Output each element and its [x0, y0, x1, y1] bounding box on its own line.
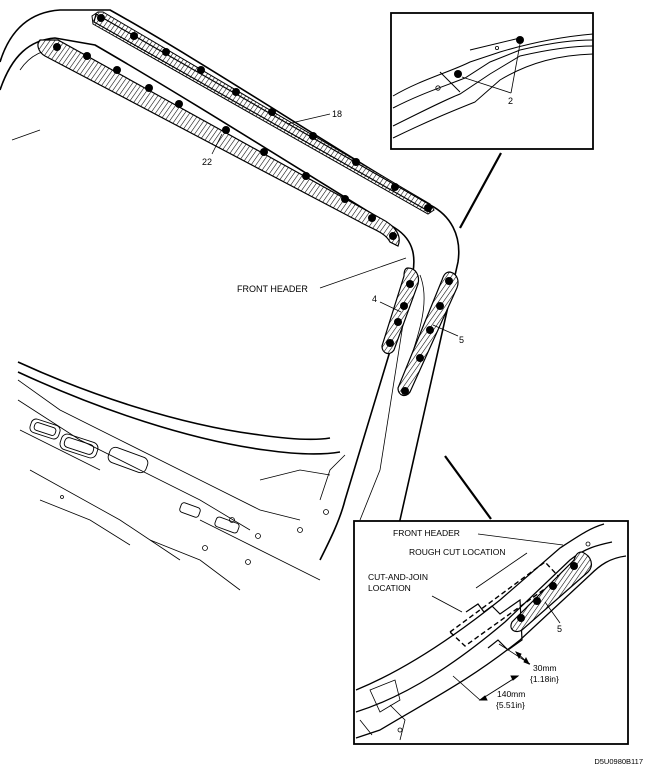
strip-22: [37, 39, 400, 247]
cut-and-join-label-line2: LOCATION: [368, 583, 411, 593]
front-header-label-detail: FRONT HEADER: [393, 528, 460, 538]
callout-5-detail: 5: [557, 624, 562, 634]
dimension-140mm: 140mm: [497, 689, 525, 699]
detail-bottom-box: [353, 520, 629, 745]
callout-2: 2: [508, 96, 513, 106]
dimension-30mm: 30mm: [533, 663, 557, 673]
leader-lines-main: [211, 113, 459, 337]
figure-code: D5U0980B117: [594, 757, 643, 766]
callout-22: 22: [202, 157, 212, 167]
callout-18: 18: [332, 109, 342, 119]
spot-weld-points: [53, 14, 453, 395]
strip-4: [381, 267, 420, 355]
cowl-vent-openings: [29, 418, 240, 534]
cut-and-join-label-line1: CUT-AND-JOIN: [368, 572, 428, 582]
callout-5-main: 5: [459, 335, 464, 345]
body-holes: [60, 495, 329, 565]
inner-structure-lines: [11, 49, 425, 591]
text-labels: 18 22 FRONT HEADER 4 5 2 FRONT HEADER RO…: [202, 96, 643, 766]
front-header-label-main: FRONT HEADER: [237, 284, 308, 294]
dimension-5-51in: {5.51in}: [496, 700, 525, 710]
dimension-1-18in: {1.18in}: [530, 674, 559, 684]
strip-18: [91, 11, 435, 215]
strip-5: [397, 271, 459, 397]
rough-cut-location-label: ROUGH CUT LOCATION: [409, 547, 506, 557]
detail-connector-lines: [444, 152, 502, 520]
callout-4: 4: [372, 294, 377, 304]
detail-top-box: [390, 12, 594, 150]
